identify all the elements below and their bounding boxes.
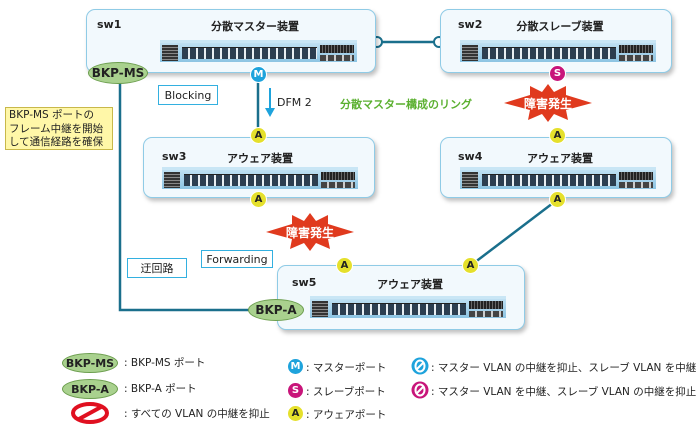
switch-name: sw3	[162, 150, 187, 163]
ring-label: 分散マスター構成のリング	[340, 98, 472, 111]
detour-callout: 迂回路	[127, 258, 187, 278]
legend-bkp-a: : BKP-A ポート	[124, 383, 197, 395]
slave-port-icon: S	[549, 65, 566, 82]
legend-aware: : アウェアポート	[306, 409, 387, 421]
link-sw4-sw5	[469, 199, 558, 267]
note-callout: BKP-MS ポートの フレーム中継を開始 して通信経路を確保	[5, 107, 113, 150]
legend-bkp-ms: : BKP-MS ポート	[124, 357, 206, 369]
aware-port-icon: A	[250, 127, 267, 144]
aware-port-icon: A	[549, 191, 566, 208]
switch-device-image	[310, 296, 506, 318]
switch-name: sw1	[97, 18, 122, 31]
aware-port-icon: A	[549, 127, 566, 144]
switch-role: アウェア装置	[377, 278, 443, 291]
legend-master-icon: M	[287, 358, 304, 375]
block-all-icon	[71, 402, 109, 424]
fault-label: 障害発生	[523, 96, 572, 111]
legend-aware-icon: A	[287, 405, 304, 422]
dfm-arrowhead	[265, 108, 275, 117]
aware-port-icon: A	[250, 191, 267, 208]
block-slave-vlan-icon	[411, 381, 429, 399]
legend-block-master: : マスター VLAN の中継を抑止、スレーブ VLAN を中継	[431, 362, 697, 374]
blocking-callout: Blocking	[158, 85, 218, 105]
switch-device-image	[160, 40, 357, 62]
bkp-ms-port: BKP-MS	[88, 62, 148, 84]
detour-link	[118, 82, 250, 312]
switch-role: 分散マスター装置	[211, 20, 299, 33]
switch-device-image	[460, 40, 656, 62]
note-line: して通信経路を確保	[9, 136, 104, 148]
dfm-label: DFM 2	[277, 96, 312, 109]
switch-name: sw5	[292, 276, 317, 289]
fault-label: 障害発生	[285, 225, 334, 240]
legend-block-all: : すべての VLAN の中継を抑止	[124, 408, 270, 420]
note-line: BKP-MS ポートの	[9, 109, 95, 121]
note-line: フレーム中継を開始	[9, 122, 104, 135]
aware-port-icon: A	[336, 257, 353, 274]
burst-icon	[266, 213, 354, 251]
fault-burst: 障害発生	[264, 213, 356, 251]
block-master-vlan-icon	[411, 357, 429, 375]
burst-icon	[504, 84, 592, 122]
legend-block-slave: : マスター VLAN を中継、スレーブ VLAN の中継を抑止	[431, 386, 697, 398]
aware-port-icon: A	[462, 257, 479, 274]
switch-name: sw2	[458, 18, 483, 31]
master-port-icon: M	[250, 66, 267, 83]
fault-burst: 障害発生	[502, 84, 594, 122]
forwarding-callout: Forwarding	[201, 250, 273, 268]
legend-master: : マスターポート	[306, 362, 387, 374]
switch-role: アウェア装置	[527, 152, 593, 165]
bkp-a-port: BKP-A	[248, 299, 304, 321]
legend-bkp-ms-icon: BKP-MS	[62, 353, 118, 373]
legend-slave: : スレーブポート	[306, 386, 386, 398]
switch-role: 分散スレーブ装置	[516, 20, 604, 33]
switch-name: sw4	[458, 150, 483, 163]
switch-role: アウェア装置	[227, 152, 293, 165]
legend-slave-icon: S	[287, 382, 304, 399]
switch-device-image	[460, 167, 656, 189]
switch-device-image	[162, 167, 358, 189]
legend-bkp-a-icon: BKP-A	[62, 379, 118, 399]
